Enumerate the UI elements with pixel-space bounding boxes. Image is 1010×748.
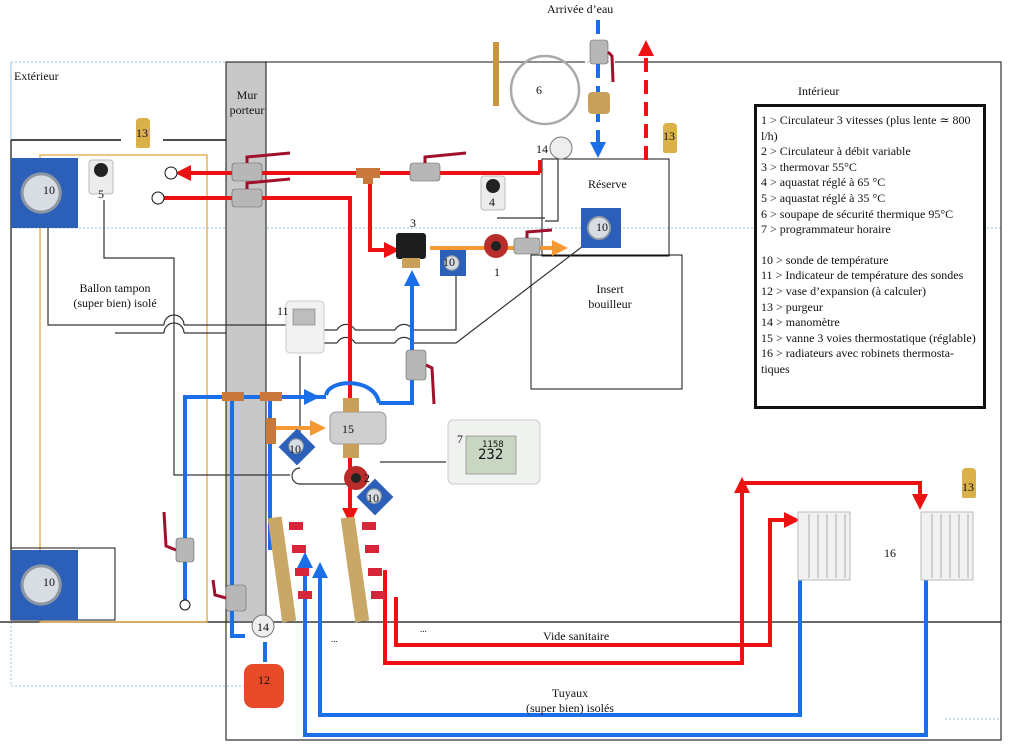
num-aquastat-4: 4 — [489, 195, 495, 209]
label-mur-line2: porteur — [229, 103, 265, 117]
label-tuyaux-line1: Tuyaux — [551, 686, 589, 700]
legend-item: 12 > vase d’expansion (à calculer) — [761, 283, 927, 298]
programmer-time: 1158 — [482, 440, 504, 450]
num-circulateur-2: 2 — [364, 471, 370, 485]
num-sonde-vanne: 10 — [289, 442, 301, 456]
legend-item: 3 > thermovar 55°C — [761, 159, 857, 174]
label-ballon-line1: Ballon tampon — [79, 281, 151, 295]
num-purgeur-radiateur: 13 — [962, 480, 974, 494]
legend-item: 15 > vanne 3 voies thermostatique (régla… — [761, 330, 976, 345]
num-radiateurs: 16 — [884, 546, 896, 560]
legend-item: 4 > aquastat réglé à 65 °C — [761, 175, 886, 190]
sonde-insert — [581, 208, 621, 248]
num-sonde-ballon-bas: 10 — [43, 575, 55, 589]
sensor-wires — [47, 159, 584, 485]
cold-pipes — [183, 20, 928, 737]
num-manometre-vase: 14 — [257, 620, 269, 634]
legend-item: 10 > sonde de température — [761, 252, 889, 267]
purgeur-reserve — [663, 123, 677, 153]
soupape-capillary — [509, 54, 581, 126]
insert-bouilleur-box — [530, 254, 683, 390]
radiator-2 — [920, 511, 974, 581]
ball-valves — [175, 39, 609, 612]
num-circulateur-1: 1 — [494, 265, 500, 279]
ellipsis-2: ... — [420, 624, 427, 634]
num-aquastat-5: 5 — [98, 187, 104, 201]
legend-item: 1 > Circulateur 3 vitesses (plus lente ≃… — [761, 113, 971, 143]
legend-item: 2 > Circulateur à débit variable — [761, 144, 911, 159]
label-vide-sanitaire: Vide sanitaire — [543, 629, 610, 643]
purgeur-ballon — [136, 118, 150, 148]
sonde-thermovar — [440, 250, 466, 276]
programmer-temp: 232 — [478, 447, 504, 463]
num-indicateur: 11 — [277, 304, 289, 318]
manometre-reserve — [549, 136, 573, 160]
ballon-tampon — [39, 154, 208, 623]
label-interieur: Intérieur — [798, 84, 840, 98]
num-sonde-ballon-haut: 10 — [43, 183, 55, 197]
legend-item: 16 > radiateurs avec robinets thermosta-… — [761, 346, 955, 376]
purgeur-radiateur — [962, 468, 976, 498]
label-reserve: Réserve — [588, 177, 627, 191]
vanne-3-voies — [329, 411, 387, 445]
label-tuyaux-line2: (super bien) isolés — [526, 701, 614, 715]
sonde-ballon-haut — [11, 158, 78, 228]
legend-item: 6 > soupape de sécurité thermique 95°C — [761, 206, 954, 221]
num-programmateur: 7 — [457, 432, 463, 446]
label-insert-line2: bouilleur — [588, 297, 632, 311]
num-sonde-thermovar: 10 — [443, 255, 455, 269]
label-insert-bouilleur: Insert bouilleur — [575, 282, 645, 312]
num-purgeur-reserve: 13 — [663, 129, 675, 143]
radiator-1 — [797, 511, 851, 581]
legend-box: 1 > Circulateur 3 vitesses (plus lente ≃… — [754, 104, 986, 409]
label-insert-line1: Insert — [596, 282, 624, 296]
manometre-vase — [251, 614, 275, 638]
num-sonde-insert: 10 — [596, 220, 608, 234]
label-mur-porteur: Mur porteur — [227, 88, 267, 118]
legend-item: 11 > Indicateur de température des sonde… — [761, 268, 964, 283]
label-ballon-tampon: Ballon tampon (super bien) isolé — [60, 281, 170, 311]
num-purgeur-ballon: 13 — [136, 126, 148, 140]
label-tuyaux-isoles: Tuyaux (super bien) isolés — [510, 686, 630, 716]
vase-expansion — [244, 664, 284, 708]
legend-item: 5 > aquastat réglé à 35 °C — [761, 190, 886, 205]
legend-item: 13 > purgeur — [761, 299, 823, 314]
legend-item: 14 > manomètre — [761, 315, 840, 330]
ellipsis-1: ... — [331, 634, 338, 644]
legend-item: 7 > programmateur horaire — [761, 222, 891, 237]
thermovar — [396, 233, 426, 259]
label-ballon-line2: (super bien) isolé — [73, 296, 157, 310]
num-soupape: 6 — [536, 83, 542, 97]
num-vanne-3-voies: 15 — [342, 422, 354, 436]
label-arrivee-eau: Arrivée d’eau — [547, 2, 614, 16]
num-vase: 12 — [258, 673, 270, 687]
label-mur-line1: Mur — [236, 88, 258, 102]
sonde-ballon-bas — [11, 550, 78, 620]
label-exterieur: Extérieur — [14, 69, 59, 83]
collecteur-retour — [267, 516, 297, 623]
num-sonde-depart: 10 — [367, 491, 379, 505]
num-thermovar: 3 — [410, 216, 416, 230]
reserve-box — [541, 158, 670, 257]
collecteur-depart — [340, 516, 370, 623]
num-manometre-reserve: 14 — [536, 142, 548, 156]
